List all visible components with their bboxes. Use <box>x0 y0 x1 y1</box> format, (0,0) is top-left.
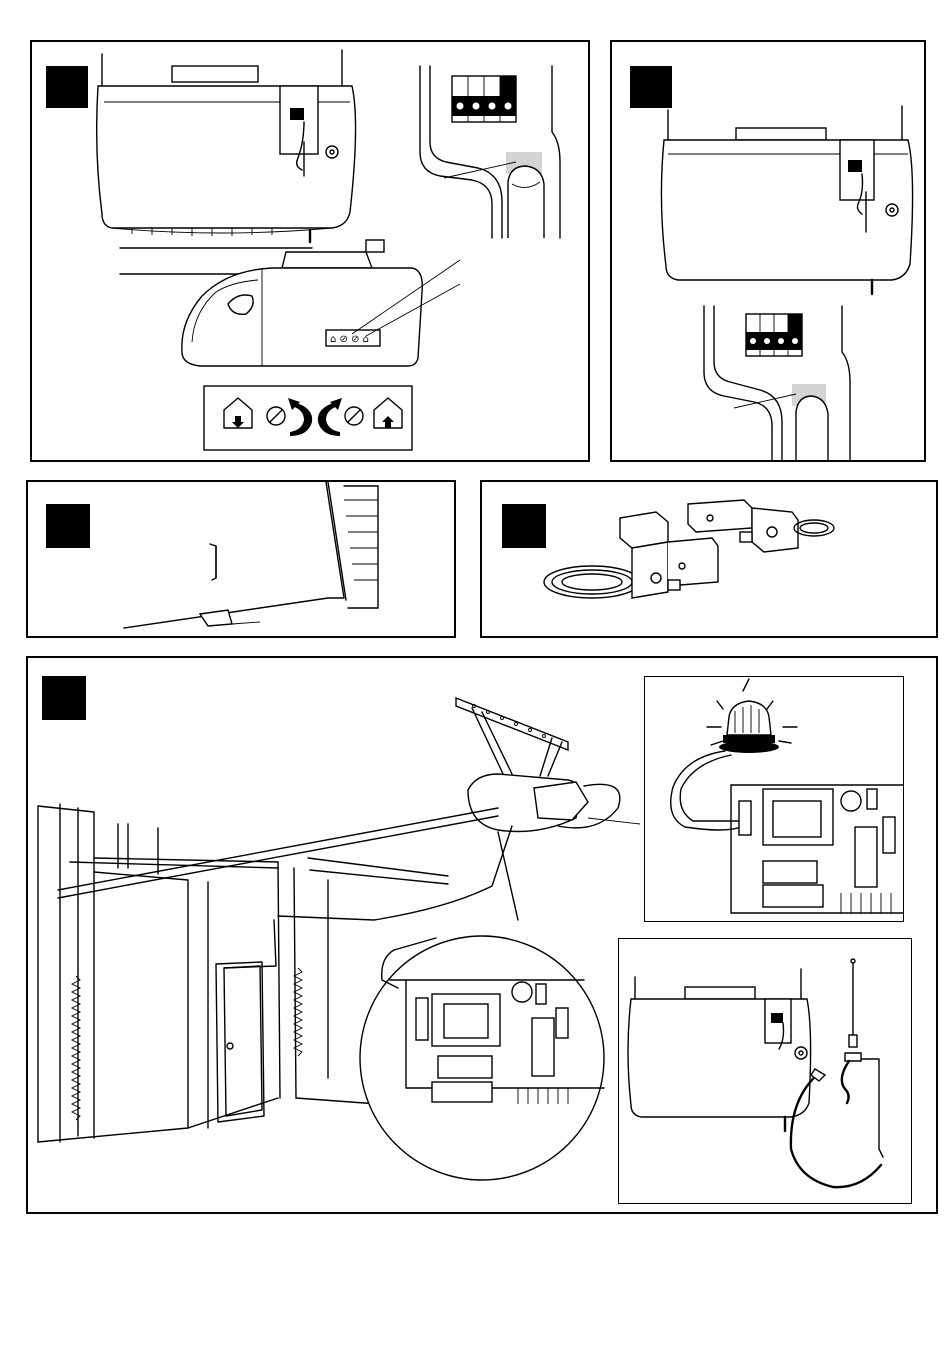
circuit-board-zoom <box>360 936 604 1180</box>
panel-photo-eye-brackets <box>480 480 938 638</box>
opener-rail-assembly <box>58 698 640 898</box>
warning-light-illustration <box>645 677 904 922</box>
door-handle-icon <box>210 544 216 580</box>
opener-side-view: ⌂ ⊘ ⊘ ⌂ <box>120 240 460 366</box>
antenna-illustration <box>619 939 912 1204</box>
learn-button-illustration <box>612 42 926 462</box>
panel-force-adjustment: ⌂ ⊘ ⊘ ⌂ <box>30 40 590 462</box>
panel-door-handle <box>26 480 456 638</box>
bracket-kit-illustration <box>482 482 938 638</box>
inset-antenna <box>618 938 912 1204</box>
opener-head-unit <box>661 106 912 294</box>
door-springs <box>72 968 302 1120</box>
force-adjust-legend <box>204 386 412 450</box>
svg-text:⌂ ⊘ ⊘ ⌂: ⌂ ⊘ ⊘ ⌂ <box>330 334 369 345</box>
wire-coil-right <box>794 520 834 536</box>
panel-garage-installation <box>26 656 938 1214</box>
flashing-light-icon <box>707 679 797 753</box>
opener-head-unit <box>628 969 811 1131</box>
door-handle-illustration <box>28 482 456 638</box>
opener-head-unit <box>97 50 356 242</box>
opener-force-illustration: ⌂ ⊘ ⊘ ⌂ <box>32 42 590 462</box>
inset-warning-light <box>644 676 904 922</box>
learn-button-detail <box>420 66 560 238</box>
side-door <box>216 920 276 1122</box>
wire-coil-left <box>544 566 640 598</box>
antenna-icon <box>845 959 883 1157</box>
learn-button-detail <box>704 306 850 462</box>
panel-learn-button <box>610 40 926 462</box>
